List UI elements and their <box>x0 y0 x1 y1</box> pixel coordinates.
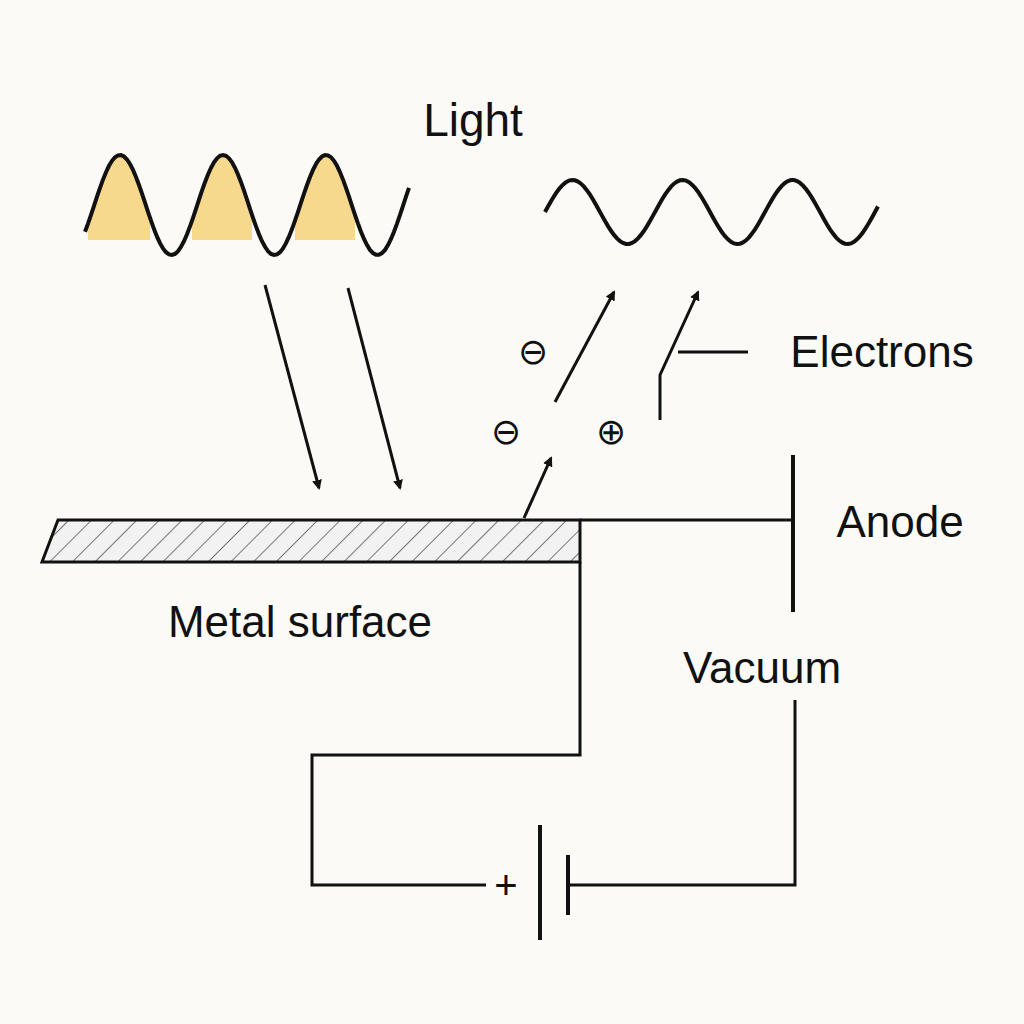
charge-sign: ⊖ <box>491 414 521 450</box>
part-label: Anode <box>836 500 963 544</box>
light-ray <box>348 288 400 488</box>
electron-wave <box>545 180 878 244</box>
part-label: Vacuum <box>683 646 841 690</box>
part-label: Metal surface <box>168 600 432 644</box>
charge-sign: ⊕ <box>596 414 626 450</box>
electron-path <box>555 292 614 402</box>
wire <box>568 700 795 885</box>
callout-label: Electrons <box>790 330 973 374</box>
leader-line <box>678 351 748 354</box>
anode-plate <box>791 455 795 612</box>
title-label: Light <box>423 97 523 143</box>
electron-path <box>660 292 698 420</box>
wire <box>580 519 793 522</box>
light-ray <box>265 285 319 488</box>
electron-path <box>524 458 551 518</box>
metal-plate <box>42 520 580 562</box>
light-wave <box>85 155 409 255</box>
battery-plate <box>566 855 570 915</box>
charge-sign: ⊖ <box>518 334 548 370</box>
polarity-sign: + <box>494 865 517 905</box>
battery-plate <box>538 825 542 940</box>
